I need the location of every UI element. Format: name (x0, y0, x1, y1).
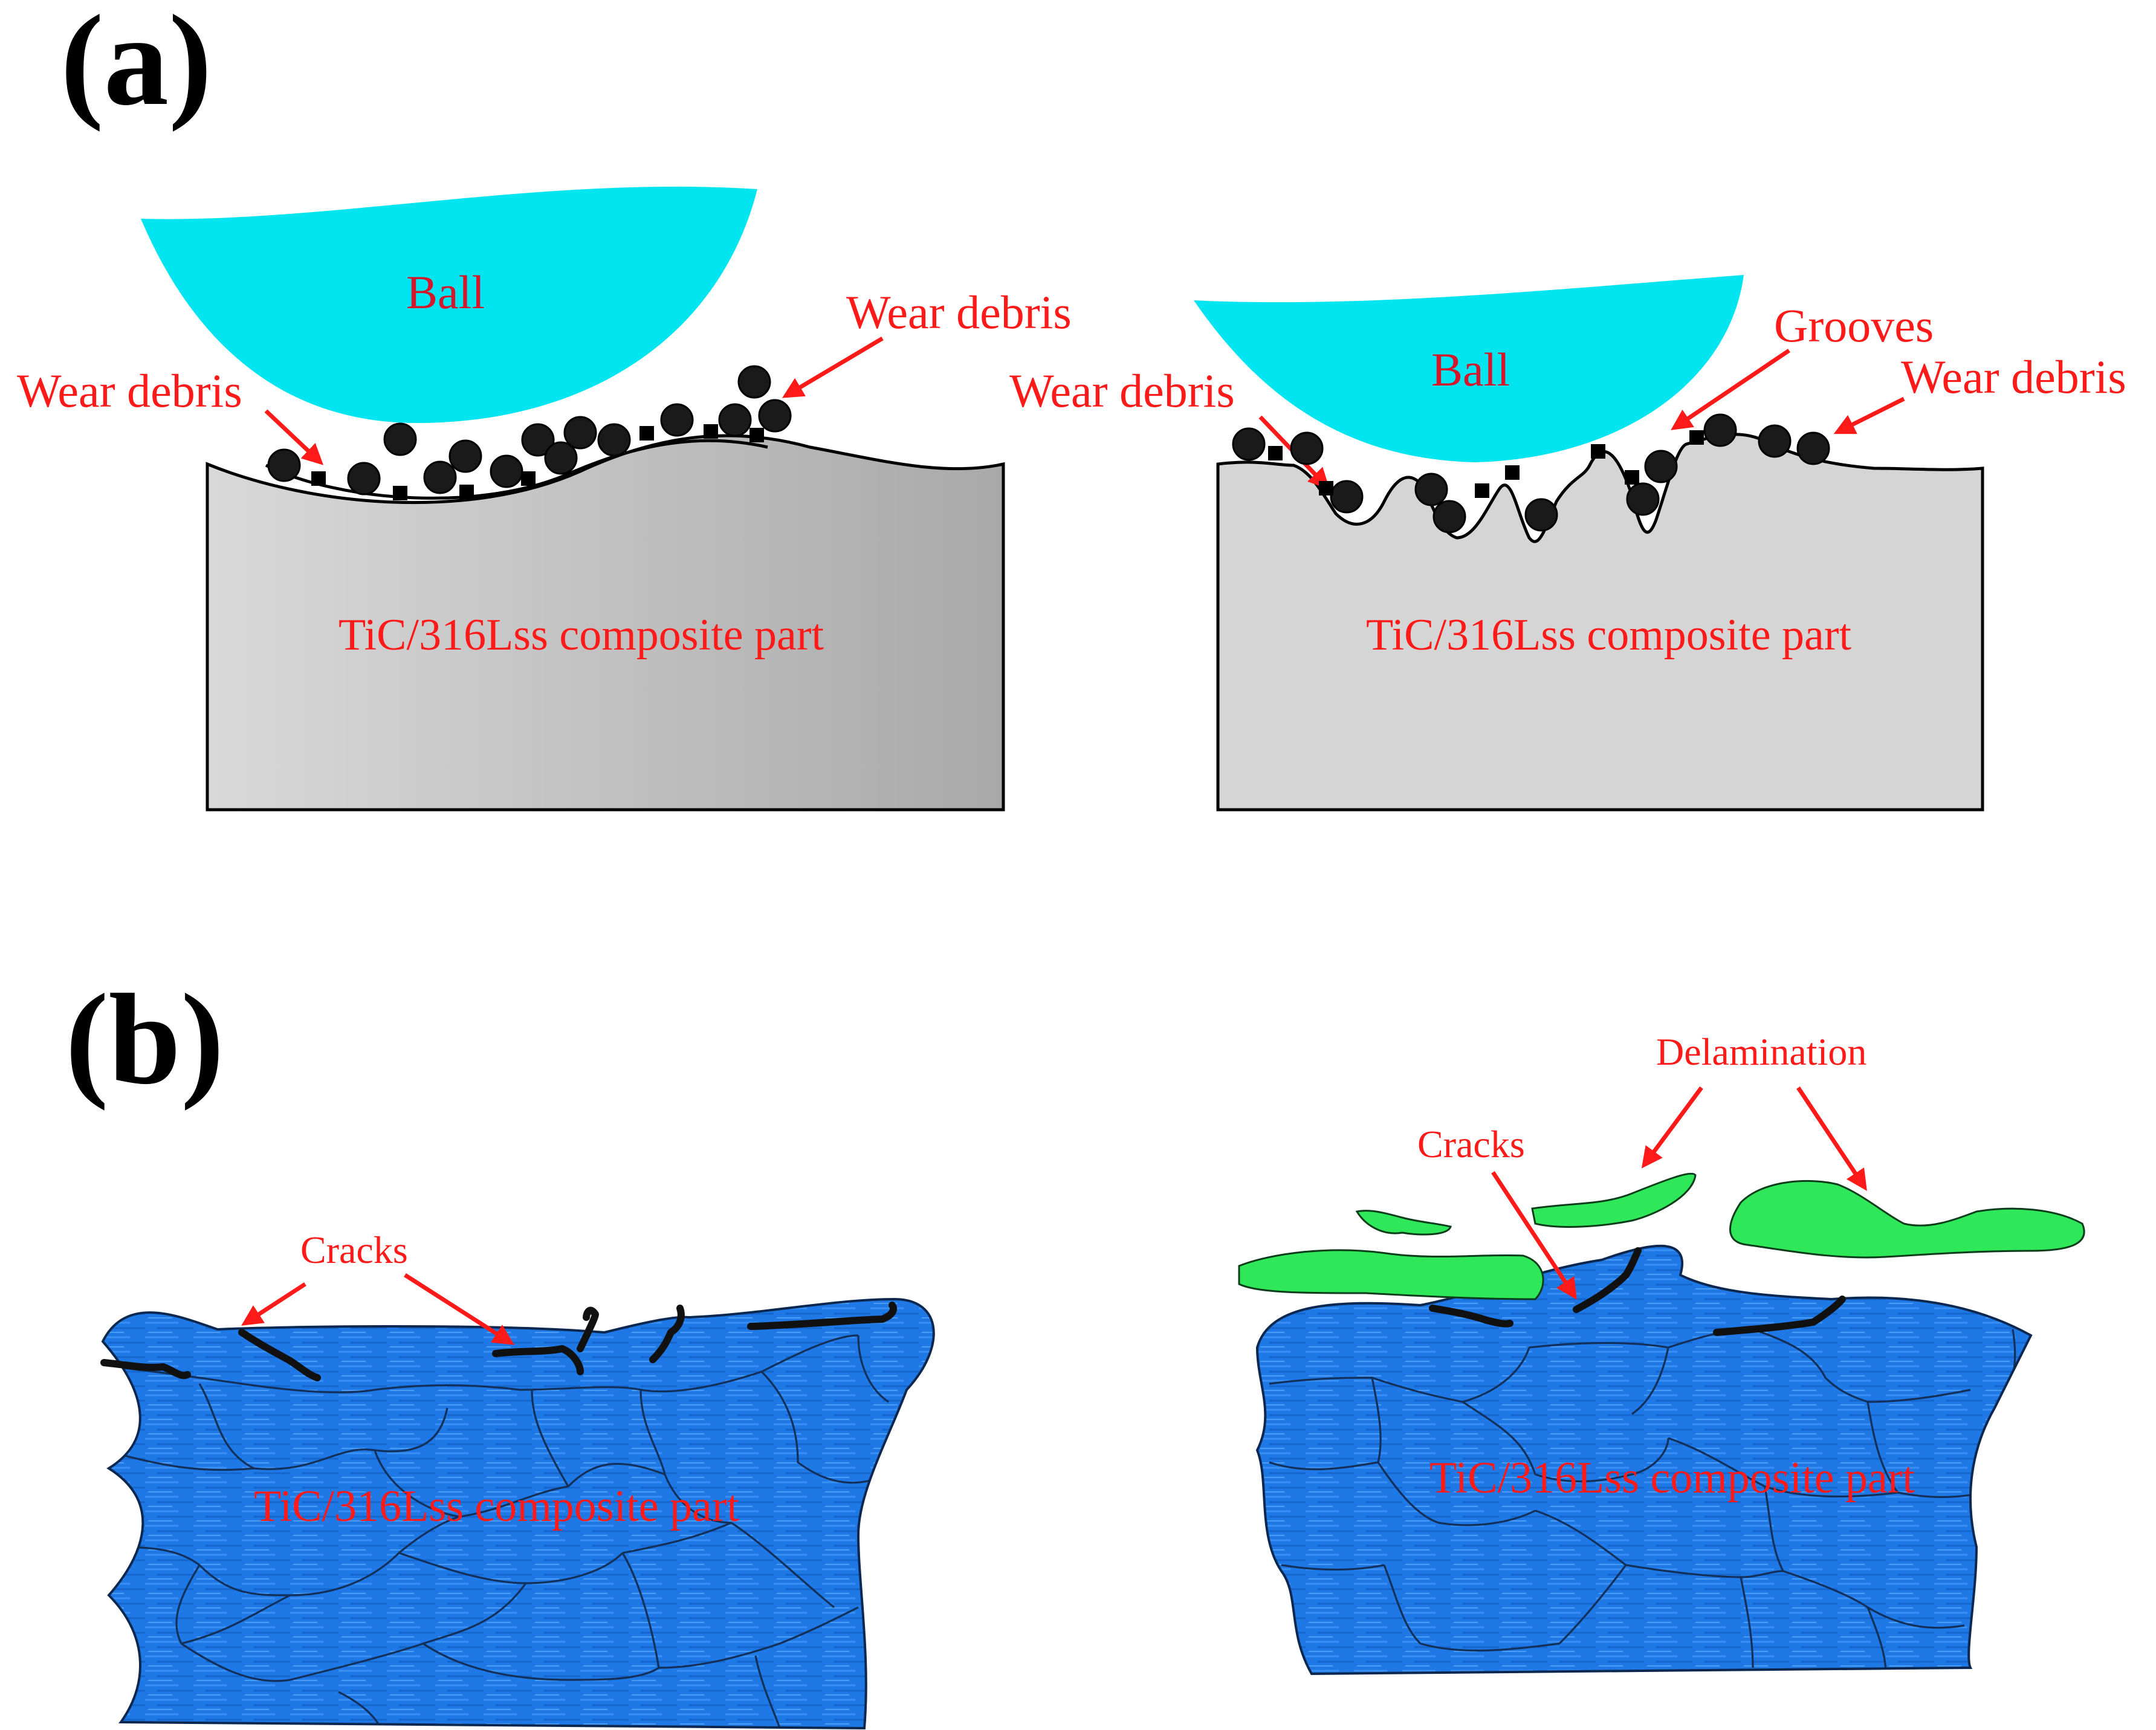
debris-ball (1414, 473, 1448, 506)
debris-ball (1644, 450, 1678, 483)
debris-ball (347, 462, 381, 495)
debris-ball (423, 460, 457, 494)
delamination-arrow-left (1641, 1086, 1703, 1169)
debris-ball (1703, 413, 1737, 447)
part-label: TiC/316Lss composite part (254, 1482, 740, 1531)
crack (238, 1329, 321, 1381)
cracks-label: Cracks (1417, 1123, 1525, 1166)
panel-b-left: Cracks TiC/316Lss composite part (100, 1228, 935, 1730)
debris-square (1505, 465, 1520, 480)
cracks-arrow-right (404, 1273, 514, 1345)
crack (577, 1306, 599, 1352)
crack (1429, 1305, 1513, 1328)
debris-ball (1796, 431, 1830, 465)
debris-ball (660, 403, 694, 437)
crack (1573, 1247, 1642, 1313)
debris-ball (1330, 480, 1364, 514)
debris-ball (448, 439, 482, 473)
part-label: TiC/316Lss composite part (1429, 1453, 1915, 1503)
debris-ball (1524, 498, 1558, 532)
crack (1713, 1296, 1846, 1336)
ball (141, 186, 757, 423)
debris-ball (758, 399, 792, 433)
debris-square (1319, 481, 1333, 495)
delamination-flake (1238, 1249, 1544, 1300)
delamination-flake (1355, 1210, 1452, 1236)
debris-square (1268, 446, 1283, 460)
debris-square (459, 485, 474, 499)
debris-ball (383, 422, 417, 456)
panel-b-letter: (b) (65, 967, 224, 1111)
crack (649, 1305, 685, 1363)
crack (747, 1302, 897, 1330)
debris-cluster-left (267, 365, 792, 500)
debris-cluster-right (1232, 413, 1830, 534)
wear-debris-label-left: Wear debris (17, 364, 242, 417)
wear-debris-arrow-right (782, 336, 884, 398)
debris-ball (1758, 424, 1792, 458)
debris-ball (1626, 482, 1660, 516)
panel-b-right: Cracks Delamination TiC/316Lss composite… (1238, 1030, 2085, 1676)
delamination-flake (1729, 1180, 2085, 1259)
ball-contact-surface (265, 439, 768, 500)
composite-part-outline (101, 1297, 935, 1730)
wear-debris-arrow-left (264, 409, 324, 465)
panel-a-right: Ball TiC/316Lss composite part Wear debr… (1009, 275, 2126, 812)
wear-debris-label-right: Wear debris (1901, 350, 2126, 403)
debris-square (1625, 470, 1639, 485)
cracks-label: Cracks (300, 1228, 408, 1271)
debris-ball (737, 365, 771, 399)
cracks-arrow (1491, 1171, 1577, 1300)
debris-ball (544, 441, 578, 475)
debris-ball (1232, 427, 1266, 461)
composite-part-block (206, 434, 1005, 812)
debris-ball (267, 448, 301, 482)
ball-label: Ball (1431, 343, 1510, 396)
debris-square (393, 486, 407, 500)
debris-square (1689, 430, 1704, 445)
panel-a-left: Ball TiC/316Lss composite part Wear debr… (17, 186, 1072, 812)
debris-ball (490, 454, 523, 488)
crack (100, 1359, 191, 1380)
debris-ball (1290, 431, 1324, 465)
debris-square (521, 471, 536, 486)
part-label: TiC/316Lss composite part (338, 610, 824, 660)
panel-a-letter: (a) (60, 0, 212, 132)
ball (1194, 275, 1744, 462)
wear-debris-label-left: Wear debris (1009, 364, 1235, 417)
ball-label: Ball (406, 266, 485, 318)
debris-ball (1432, 500, 1466, 534)
debris-square (1591, 444, 1605, 459)
debris-ball (563, 416, 597, 450)
cracks-arrow-left (241, 1282, 306, 1326)
debris-square (749, 428, 764, 442)
debris-ball (718, 403, 752, 437)
debris-square (1475, 483, 1489, 498)
grooves-arrow (1671, 349, 1790, 430)
debris-square (704, 424, 718, 439)
grooves-label: Grooves (1774, 299, 1934, 352)
wear-debris-arrow-right (1833, 396, 1905, 434)
part-label: TiC/316Lss composite part (1366, 610, 1852, 660)
delamination-flake (1531, 1172, 1697, 1228)
debris-ball (521, 423, 555, 457)
crack (492, 1345, 584, 1375)
debris-square (311, 471, 326, 486)
delamination-arrow-right (1796, 1086, 1867, 1191)
debris-ball (597, 423, 631, 457)
debris-square (639, 426, 654, 441)
delamination-label: Delamination (1656, 1030, 1866, 1073)
wear-debris-label-right: Wear debris (846, 286, 1072, 338)
